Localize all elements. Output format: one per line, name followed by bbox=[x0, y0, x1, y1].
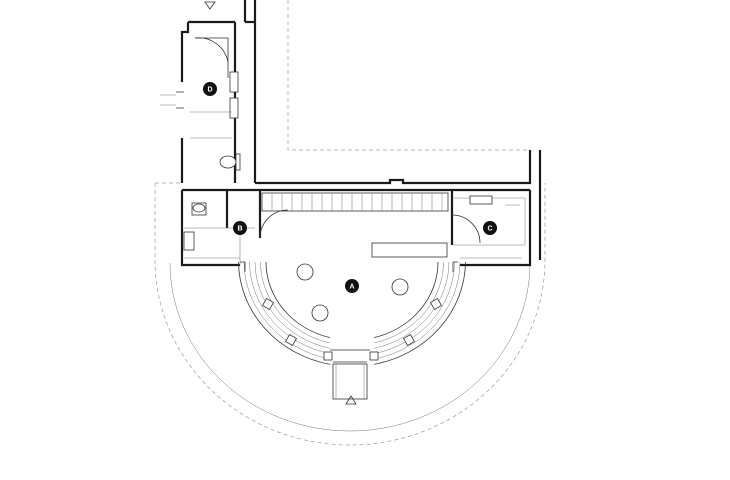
room-c-fixtures bbox=[451, 195, 526, 246]
amphitheatre-step-left bbox=[238, 261, 331, 365]
amphitheatre-step-left bbox=[265, 261, 331, 339]
straight-stairs bbox=[261, 192, 449, 212]
amphitheatre-step-right bbox=[373, 261, 455, 354]
inner-arc bbox=[169, 262, 531, 432]
svg-text:D: D bbox=[207, 87, 212, 94]
seats bbox=[261, 297, 443, 361]
amphitheatre-steps bbox=[238, 261, 466, 365]
hall-openings bbox=[184, 257, 522, 272]
svg-text:B: B bbox=[237, 226, 242, 233]
svg-text:A: A bbox=[349, 284, 354, 291]
central-counter bbox=[371, 242, 448, 258]
amphitheatre-step-left bbox=[254, 261, 331, 349]
stair-treads bbox=[271, 193, 443, 211]
amphitheatre-step-right bbox=[373, 261, 461, 360]
dashed-outline bbox=[154, 0, 546, 446]
columns bbox=[296, 263, 409, 322]
amphitheatre-step-right bbox=[373, 261, 466, 365]
amphitheatre-step-left bbox=[260, 261, 331, 344]
amphitheatre-step-left bbox=[249, 261, 331, 354]
room-marker-c: C bbox=[483, 221, 497, 235]
room-d-fixtures bbox=[160, 37, 241, 171]
amphitheatre-step-right bbox=[373, 261, 439, 339]
room-b-fixtures bbox=[183, 202, 289, 265]
entrance-landing bbox=[330, 349, 370, 400]
room-marker-b: B bbox=[233, 221, 247, 235]
svg-text:C: C bbox=[487, 226, 492, 233]
amphitheatre-step-left bbox=[243, 261, 331, 360]
walls bbox=[180, 0, 542, 267]
room-marker-d: D bbox=[203, 82, 217, 96]
amphitheatre-step-right bbox=[373, 261, 450, 349]
amphitheatre-step-right bbox=[373, 261, 444, 344]
room-marker-a: A bbox=[345, 279, 359, 293]
entrance-triangle-bottom bbox=[345, 395, 357, 405]
entrance-triangle-top bbox=[204, 1, 216, 10]
